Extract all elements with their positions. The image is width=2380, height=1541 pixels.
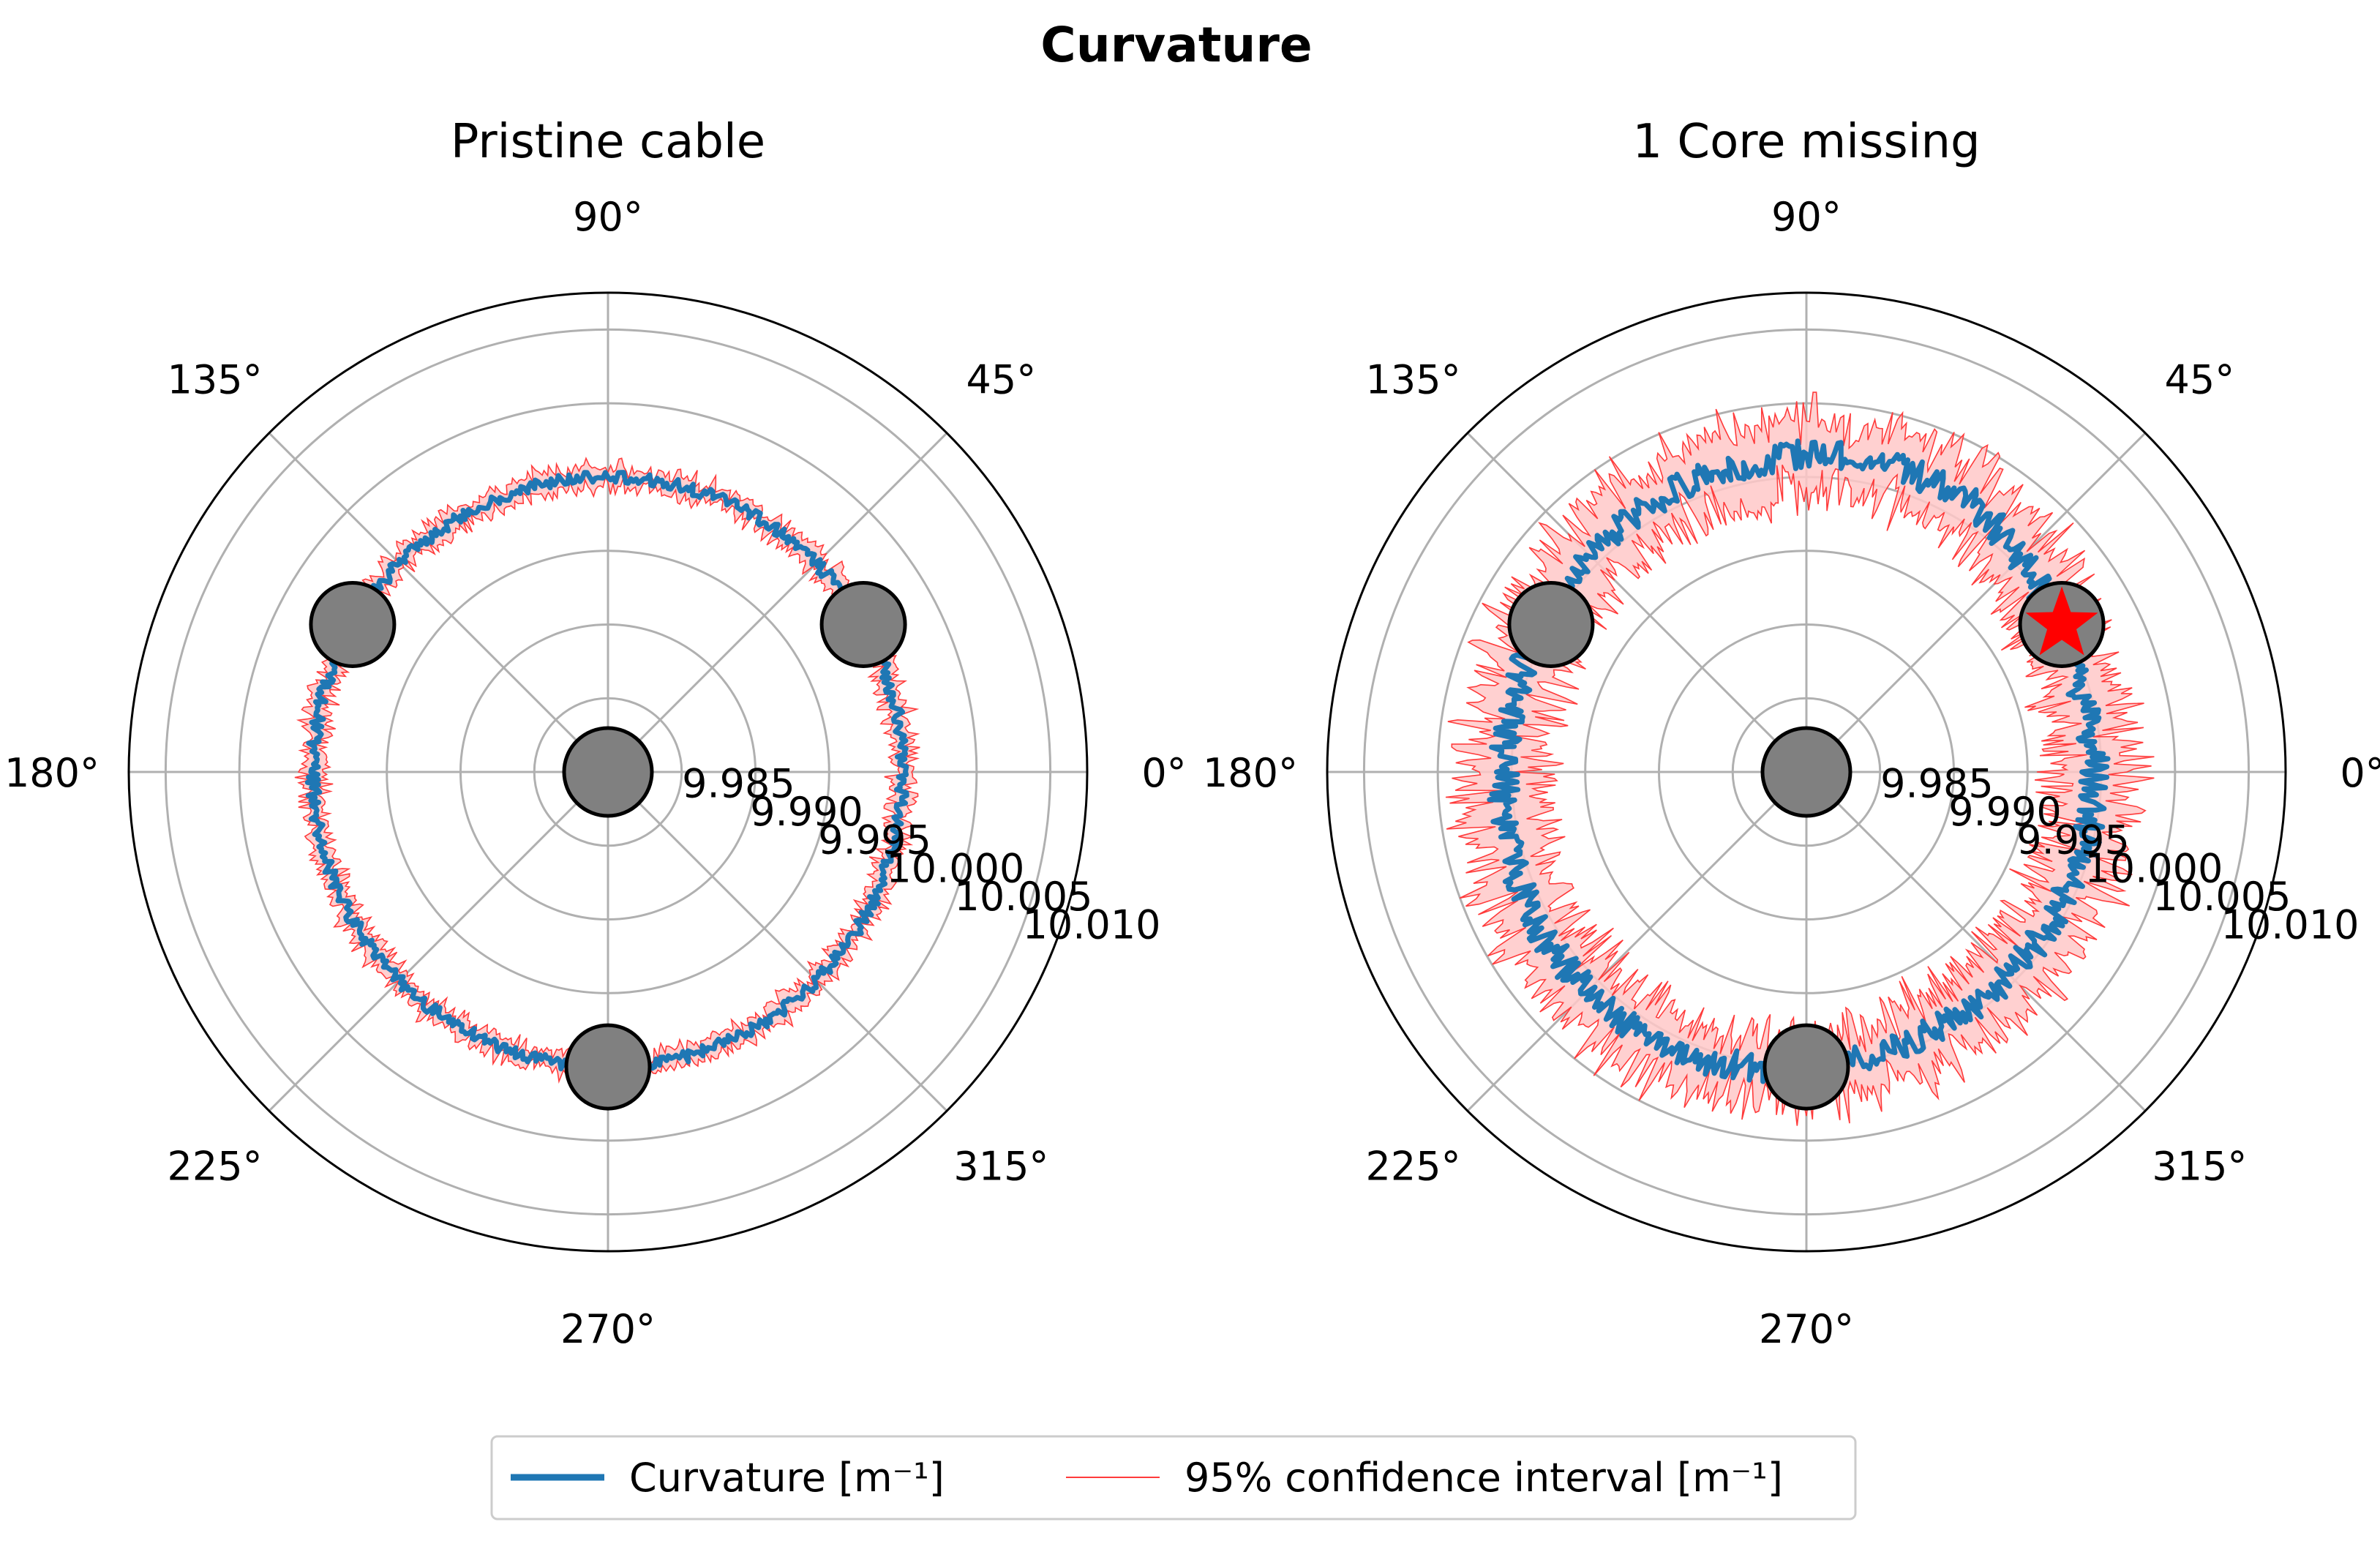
angular-tick-label: 0°	[2340, 750, 2380, 796]
missing-core-star	[2025, 586, 2098, 656]
radial-gridline	[533, 697, 683, 847]
radial-tick-label: 10.005	[2152, 874, 2291, 920]
curvature-line	[1487, 438, 2111, 1086]
angular-gridline	[1805, 770, 2147, 1112]
core-marker	[1763, 1023, 1850, 1111]
core-marker	[562, 726, 654, 818]
radial-tick-label: 10.000	[886, 845, 1024, 891]
angular-tick-label: 180°	[1203, 750, 1298, 796]
radial-tick-label: 10.000	[2084, 845, 2223, 891]
radial-gridline	[386, 550, 830, 994]
radial-gridline	[1436, 402, 2177, 1142]
angular-tick-label: 225°	[1366, 1143, 1461, 1189]
chart-title: Pristine cable	[451, 115, 765, 169]
angular-gridline	[607, 432, 948, 773]
angular-gridline	[607, 770, 948, 1112]
angular-gridline	[1466, 770, 1808, 1112]
radial-gridline	[1731, 697, 1882, 847]
polar-spine	[127, 291, 1089, 1253]
chart-title: 1 Core missing	[1632, 115, 1980, 169]
core-marker	[1507, 580, 1595, 668]
polar-chart-core-missing: 1 Core missing 9.9859.9909.99510.00010.00…	[1203, 115, 2380, 1352]
radial-tick-label: 10.010	[2221, 901, 2360, 948]
angular-gridline	[268, 770, 609, 1112]
legend-frame	[490, 1435, 1857, 1521]
angular-tick-label: 315°	[953, 1143, 1048, 1189]
angular-gridline	[268, 432, 609, 773]
legend-ci-label: 95% confidence interval [m⁻¹]	[1185, 1455, 1783, 1501]
angular-tick-label: 90°	[1771, 194, 1842, 240]
angular-gridline	[1466, 432, 1808, 773]
angular-tick-label: 180°	[4, 750, 100, 796]
radial-gridline	[1362, 328, 2251, 1216]
angular-tick-label: 225°	[168, 1143, 263, 1189]
angular-tick-label: 315°	[2152, 1143, 2247, 1189]
legend: Curvature [m⁻¹] 95% confidence interval …	[490, 1435, 1857, 1521]
radial-tick-label: 9.985	[1880, 761, 1994, 807]
ci-upper-line	[1445, 391, 2155, 1126]
radial-tick-label: 9.990	[750, 789, 863, 835]
radial-gridline	[1584, 550, 2029, 994]
figure-title: Curvature	[1040, 17, 1312, 73]
angular-tick-label: 0°	[1141, 750, 1186, 796]
radial-tick-label: 10.010	[1023, 901, 1161, 948]
radial-tick-label: 10.005	[954, 874, 1092, 920]
core-marker	[309, 580, 397, 668]
angular-tick-label: 270°	[560, 1306, 656, 1352]
angular-tick-label: 45°	[966, 357, 1037, 403]
polar-chart-pristine: Pristine cable 9.9859.9909.99510.00010.00…	[4, 115, 1187, 1352]
core-marker	[564, 1023, 652, 1111]
radial-tick-label: 9.990	[1948, 789, 2062, 835]
angular-tick-label: 135°	[1366, 357, 1461, 403]
ci-lower-line	[312, 476, 901, 1069]
radial-tick-label: 9.995	[818, 817, 931, 863]
radial-gridline	[1657, 623, 1956, 921]
angular-gridline	[1805, 432, 2147, 773]
curvature-line	[304, 470, 909, 1075]
radial-tick-label: 9.985	[682, 761, 795, 807]
radial-gridline	[238, 402, 978, 1142]
core-marker	[819, 580, 907, 668]
ci-upper-line	[294, 457, 920, 1085]
angular-tick-label: 135°	[168, 357, 263, 403]
polar-spine	[1326, 291, 2287, 1253]
radial-gridline	[459, 623, 757, 921]
radial-tick-label: 9.995	[2016, 817, 2130, 863]
radial-gridline	[164, 328, 1052, 1216]
legend-curvature-label: Curvature [m⁻¹]	[629, 1455, 945, 1501]
angular-tick-label: 90°	[573, 194, 643, 240]
angular-tick-label: 270°	[1759, 1306, 1854, 1352]
core-marker	[1760, 726, 1852, 818]
angular-tick-label: 45°	[2165, 357, 2235, 403]
